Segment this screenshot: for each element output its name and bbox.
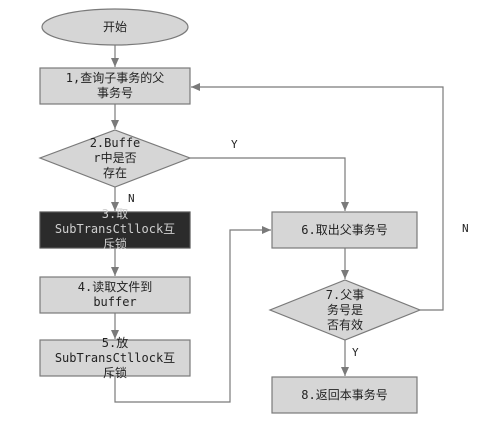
check-label: 2.Buffe r中是否 存在 — [89, 135, 141, 180]
return-node — [271, 376, 418, 414]
valid-no-label: N — [462, 222, 469, 235]
query-node — [39, 67, 191, 105]
edge-valid-query — [191, 83, 444, 311]
lock-label: 3.取 SubTransCtllock互 斥锁 — [54, 206, 176, 251]
read-node — [39, 276, 191, 314]
release-node — [39, 339, 191, 377]
fetch-node — [271, 211, 418, 249]
check-yes-label: Y — [231, 138, 238, 151]
fetch-label: 6.取出父事务号 — [301, 222, 388, 237]
return-label: 8.返回本事务号 — [301, 387, 388, 402]
edge-release-fetch — [114, 226, 271, 403]
start-label: 开始 — [102, 19, 127, 34]
release-label: 5.放 SubTransCtllock互 斥锁 — [54, 335, 176, 380]
check-no-label: N — [128, 192, 135, 205]
valid-yes-label: Y — [352, 346, 359, 359]
edge-check-fetch — [190, 157, 349, 211]
valid-label: 7.父事 务号是 否有效 — [325, 287, 365, 332]
read-label: 4.读取文件到 buffer — [77, 280, 153, 309]
query-label: 1,查询子事务的父 事务号 — [65, 71, 165, 100]
